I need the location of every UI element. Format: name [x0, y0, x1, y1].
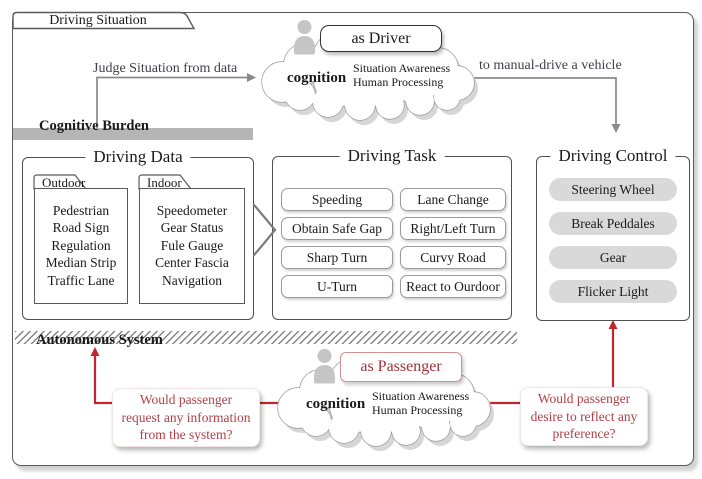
task-item: React to Ourdoor	[400, 275, 506, 298]
control-item: Gear	[549, 246, 677, 269]
driving-situation-tab-shape	[12, 11, 196, 30]
indoor-folder-tab-shape	[138, 174, 193, 190]
task-item: Speeding	[281, 188, 393, 211]
indoor-data-item: Fule Gauge	[160, 237, 224, 253]
as-passenger-badge: as Passenger	[340, 352, 462, 382]
cognitive-burden-label: Cognitive Burden	[39, 118, 149, 134]
indoor-data-item: Gear Status	[160, 220, 224, 236]
driver-person-icon	[294, 20, 315, 55]
task-item: Sharp Turn	[281, 246, 393, 269]
question-right-box: Would passenger desire to reflect any pr…	[520, 387, 648, 446]
task-item: Obtain Safe Gap	[281, 217, 393, 240]
driver-cloud-detail-text: Situation Awareness Human Processing	[353, 61, 451, 89]
cognition-label: cognition	[306, 396, 366, 412]
driving-situation-tab: Driving Situation	[49, 13, 147, 28]
outdoor-data-item: Median Strip	[45, 255, 117, 271]
indoor-folder-label: Indoor	[147, 175, 182, 190]
judge-situation-arrow-label: Judge Situation from data	[93, 61, 238, 76]
driving-control-title: Driving Control	[550, 146, 676, 166]
driving-task-title: Driving Task	[339, 146, 445, 166]
cognitive-burden-bar	[13, 128, 253, 140]
outdoor-data-item: Traffic Lane	[47, 272, 115, 288]
outdoor-folder-tab-shape	[33, 174, 88, 190]
task-item: Curvy Road	[400, 246, 506, 269]
as-passenger-label: as Passenger	[360, 358, 442, 375]
control-item: Flicker Light	[549, 280, 677, 303]
passenger-person-icon	[314, 349, 335, 384]
autonomous-system-label: Autonomous System	[36, 332, 163, 348]
autonomous-system-bar	[15, 331, 517, 344]
indoor-data-item: Center Fascia	[155, 255, 229, 271]
driving-data-title: Driving Data	[85, 147, 191, 167]
passenger-cloud-detail-text: Situation Awareness Human Processing	[372, 389, 470, 417]
cognition-label: cognition	[287, 70, 347, 86]
control-item: Break Peddales	[549, 212, 677, 235]
indoor-data-item: Navigation	[162, 272, 222, 288]
task-item: U-Turn	[281, 275, 393, 298]
question-left-box: Would passenger request any information …	[112, 388, 260, 447]
task-item: Lane Change	[400, 188, 506, 211]
indoor-data-item: Speedometer	[156, 203, 228, 218]
outdoor-data-item: Pedestrian	[52, 203, 110, 218]
as-driver-badge: as Driver	[320, 25, 442, 52]
as-driver-label: as Driver	[351, 29, 411, 47]
task-item: Right/Left Turn	[400, 217, 506, 240]
outdoor-folder-label: Outdoor	[42, 175, 86, 190]
outdoor-data-item: Road Sign	[52, 220, 110, 236]
manual-drive-arrow-label: to manual-drive a vehicle	[479, 58, 622, 73]
control-item: Steering Wheel	[549, 178, 677, 201]
outdoor-data-item: Regulation	[51, 237, 111, 253]
